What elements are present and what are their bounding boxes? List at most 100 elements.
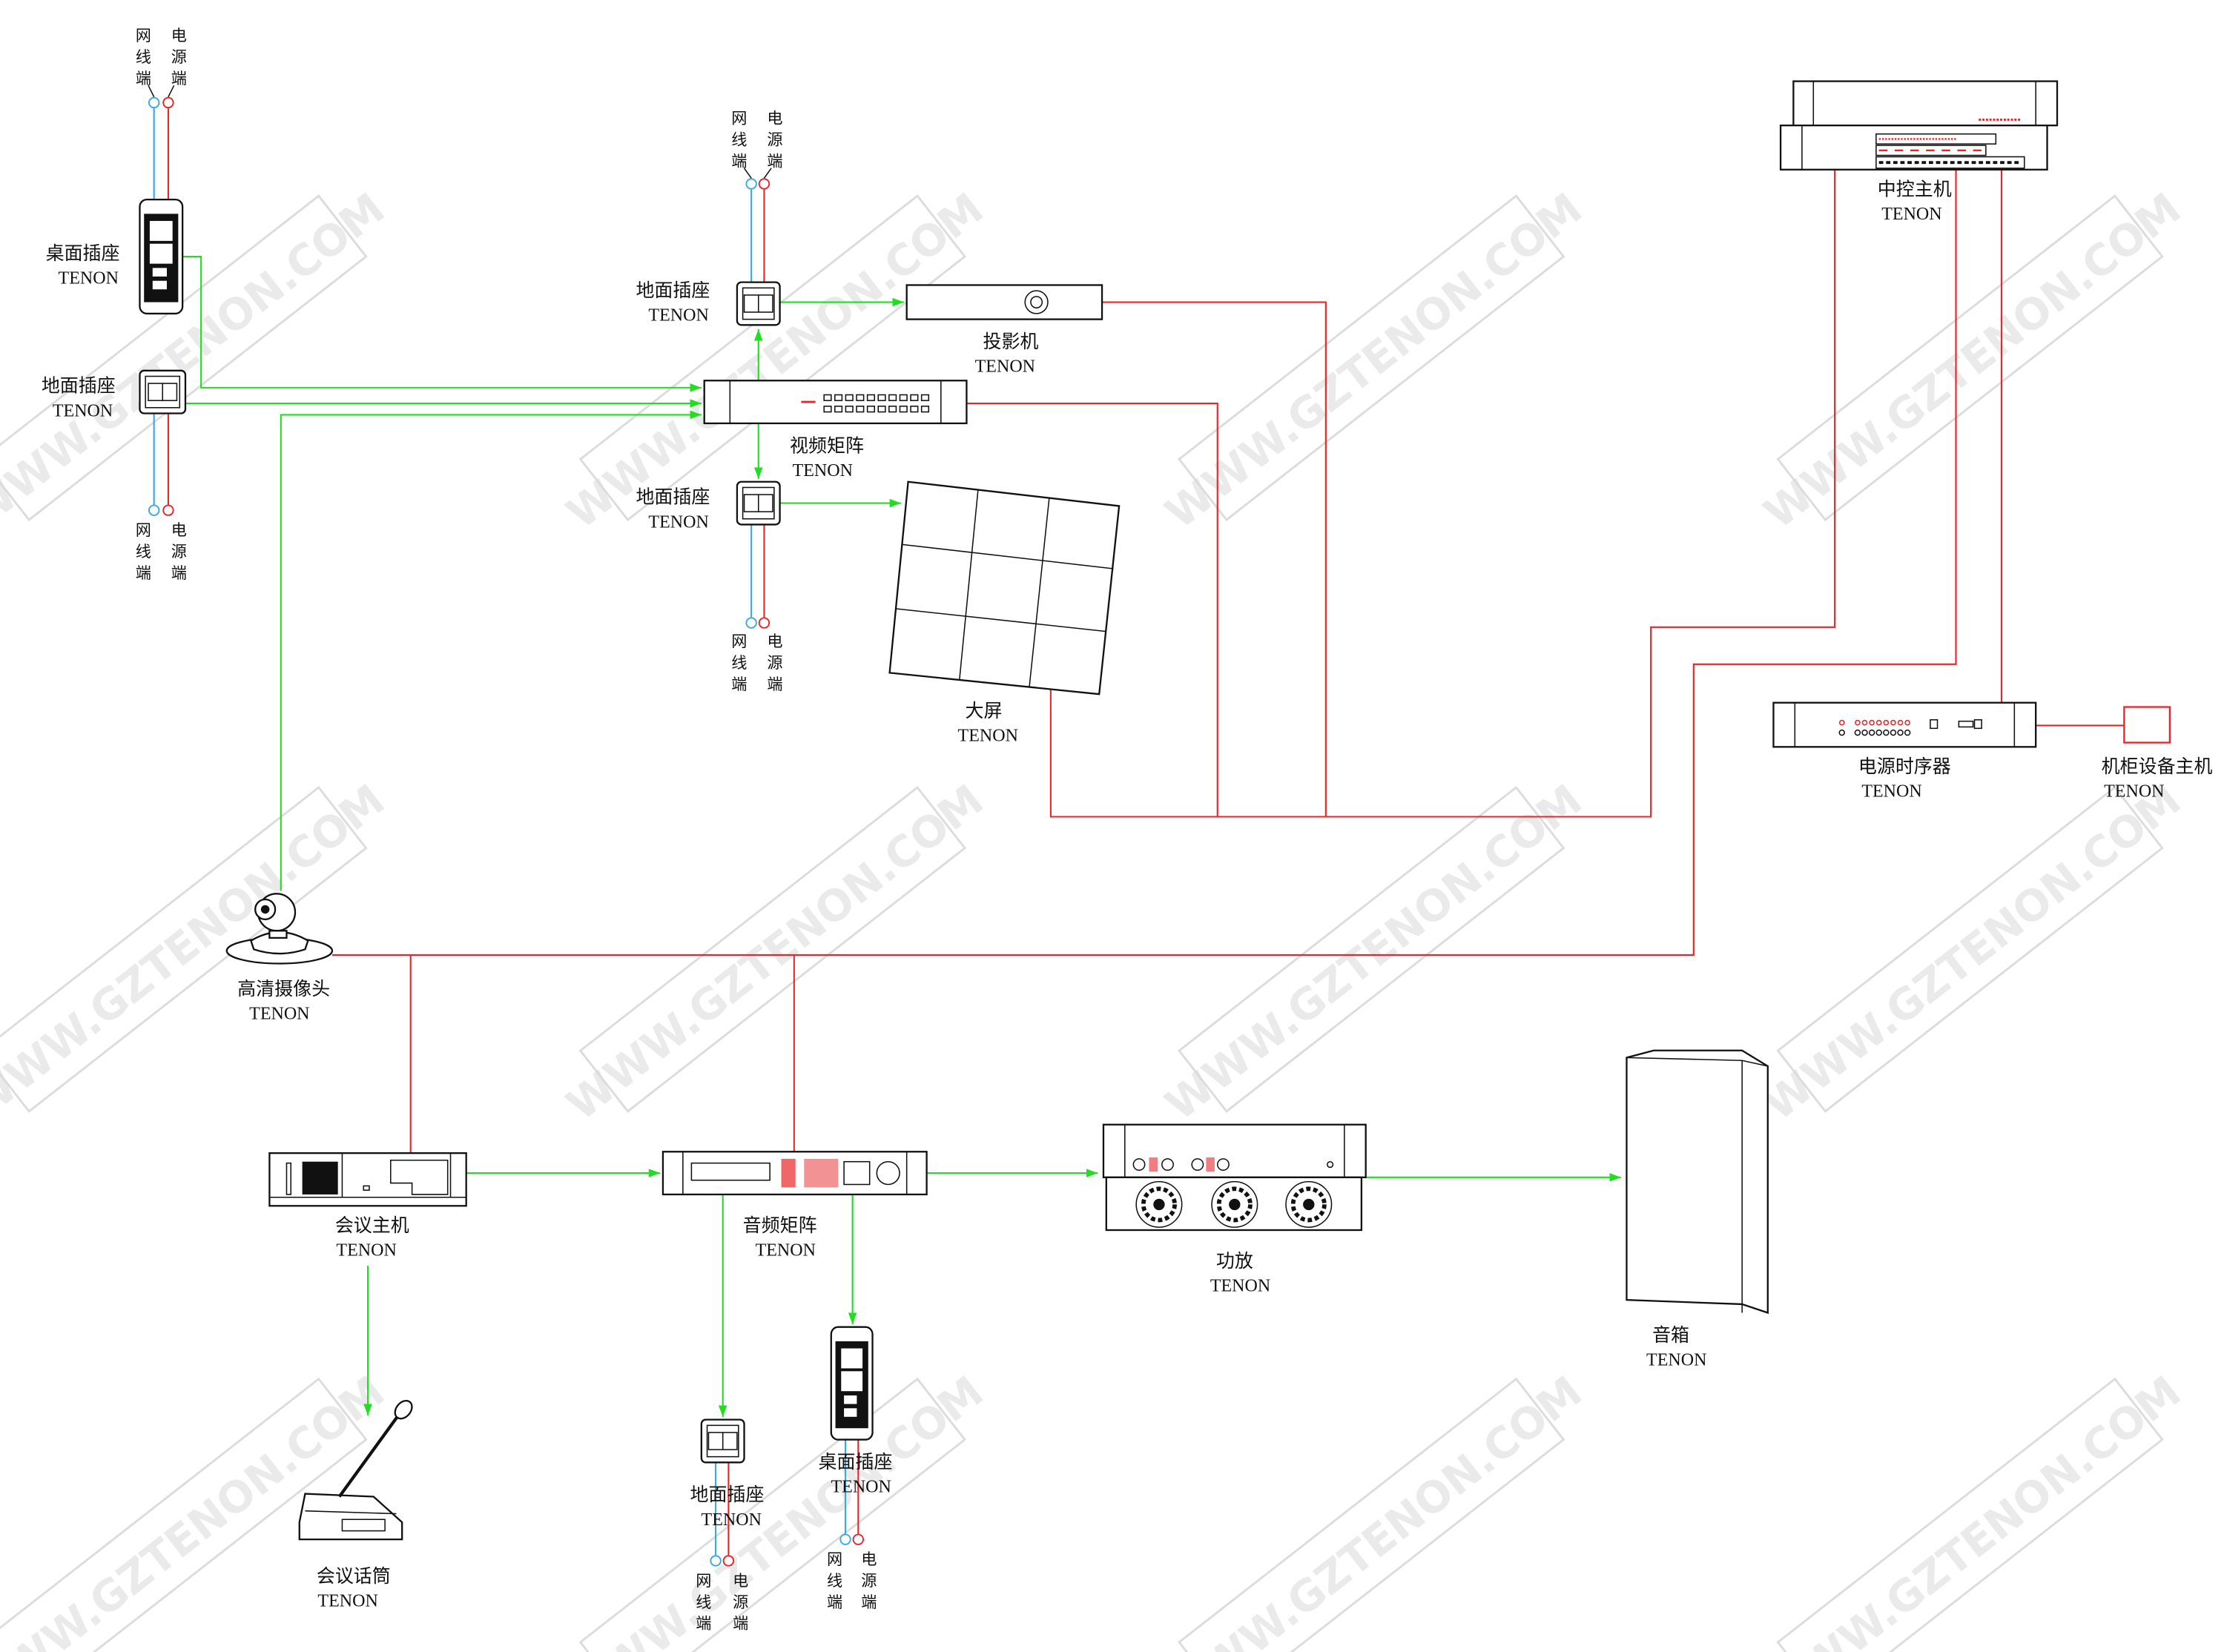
video-matrix[interactable]: 视频矩阵 TENON bbox=[703, 380, 968, 480]
power-port-label: 电源端 bbox=[169, 521, 188, 586]
device-brand: TENON bbox=[648, 306, 708, 326]
device-name: 视频矩阵 bbox=[790, 435, 864, 456]
device-brand: TENON bbox=[793, 461, 853, 480]
port-group-floor-1: 网线端 电源端 bbox=[133, 413, 188, 586]
network-port-label: 网线端 bbox=[133, 522, 152, 587]
floor-socket-mid[interactable]: 地面插座 TENON bbox=[636, 480, 781, 532]
desktop-socket-2[interactable]: 桌面插座 TENON bbox=[819, 1326, 893, 1497]
device-brand: TENON bbox=[1881, 205, 1941, 224]
conference-mic[interactable]: 会议话筒 TENON bbox=[298, 1398, 415, 1611]
watermark: WWW.GZTENON.COM bbox=[0, 775, 394, 1131]
cabinet-host[interactable]: 机柜设备主机 TENON bbox=[2102, 706, 2213, 802]
power-port-icon bbox=[162, 504, 174, 516]
device-name: 桌面插座 bbox=[819, 1451, 893, 1473]
power-port-label: 电源端 bbox=[859, 1550, 877, 1615]
floor-socket-top[interactable]: 地面插座 TENON bbox=[636, 280, 781, 326]
watermark: WWW.GZTENON.COM bbox=[1156, 775, 1591, 1131]
watermark: WWW.GZTENON.COM bbox=[1156, 183, 1591, 539]
speaker[interactable]: 音箱 TENON bbox=[1626, 1049, 1769, 1370]
svg-text:WWW.GZTENON.COM: WWW.GZTENON.COM bbox=[1755, 183, 2190, 539]
video-wall-icon bbox=[888, 480, 1121, 696]
device-brand: TENON bbox=[317, 1591, 377, 1610]
big-screen[interactable]: 大屏 TENON bbox=[888, 480, 1121, 746]
port-group-floor-bottom: 网线端 电源端 bbox=[693, 1462, 749, 1636]
power-sequencer-icon bbox=[1772, 701, 2037, 748]
device-name: 地面插座 bbox=[690, 1484, 764, 1505]
svg-text:WWW.GZTENON.COM: WWW.GZTENON.COM bbox=[1156, 775, 1591, 1131]
power-port-icon bbox=[722, 1555, 735, 1567]
signal-wires bbox=[182, 255, 1621, 1417]
network-port-icon bbox=[148, 96, 160, 109]
network-port-icon bbox=[148, 504, 160, 516]
amplifier[interactable]: 功放 TENON bbox=[1102, 1123, 1367, 1296]
audio-matrix[interactable]: 音频矩阵 TENON bbox=[661, 1151, 928, 1261]
device-brand: TENON bbox=[336, 1241, 396, 1261]
sequencer-indicators bbox=[1838, 719, 1911, 736]
port-group-desktop-1: 网线端 电源端 bbox=[133, 27, 188, 200]
network-port-label: 网线端 bbox=[729, 633, 748, 698]
svg-text:WWW.GZTENON.COM: WWW.GZTENON.COM bbox=[0, 775, 394, 1131]
device-brand: TENON bbox=[1646, 1351, 1706, 1370]
device-name: 地面插座 bbox=[636, 280, 710, 301]
svg-text:WWW.GZTENON.COM: WWW.GZTENON.COM bbox=[0, 183, 394, 539]
fan-icons bbox=[1135, 1180, 1333, 1228]
power-port-icon bbox=[758, 178, 771, 190]
port-group-desktop-2: 网线端 电源端 bbox=[825, 1439, 877, 1616]
speaker-icon bbox=[1626, 1049, 1769, 1315]
amplifier-icon bbox=[1102, 1123, 1367, 1179]
matrix-ports bbox=[823, 394, 930, 413]
device-name: 投影机 bbox=[983, 331, 1039, 352]
device-name: 机柜设备主机 bbox=[2102, 756, 2213, 777]
device-name: 桌面插座 bbox=[46, 242, 120, 264]
device-name: 电源时序器 bbox=[1858, 756, 1951, 777]
watermark: WWW.GZTENON.COM bbox=[1755, 1366, 2190, 1652]
device-brand: TENON bbox=[756, 1241, 816, 1261]
conference-host-icon bbox=[268, 1152, 467, 1207]
device-brand: TENON bbox=[1861, 782, 1921, 802]
projector-icon bbox=[905, 284, 1103, 320]
power-port-icon bbox=[162, 96, 174, 109]
device-name: 音箱 bbox=[1652, 1324, 1689, 1346]
network-port-label: 网线端 bbox=[825, 1551, 843, 1616]
desktop-socket-1[interactable]: 桌面插座 TENON bbox=[46, 198, 184, 315]
conference-host[interactable]: 会议主机 TENON bbox=[268, 1152, 467, 1261]
device-brand: TENON bbox=[702, 1510, 762, 1530]
power-sequencer[interactable]: 电源时序器 TENON bbox=[1772, 701, 2037, 802]
network-port-icon bbox=[745, 178, 757, 190]
camera-icon bbox=[225, 893, 334, 965]
projector[interactable]: 投影机 TENON bbox=[905, 284, 1103, 377]
floor-socket-1[interactable]: 地面插座 TENON bbox=[42, 369, 187, 421]
device-brand: TENON bbox=[958, 727, 1018, 746]
device-name: 地面插座 bbox=[42, 375, 116, 397]
power-port-label: 电源端 bbox=[765, 110, 783, 174]
power-port-icon bbox=[758, 617, 771, 629]
watermark: WWW.GZTENON.COM bbox=[1755, 183, 2190, 539]
network-port-icon bbox=[745, 617, 757, 629]
device-name: 会议主机 bbox=[335, 1215, 409, 1236]
floor-socket-bottom[interactable]: 地面插座 TENON bbox=[690, 1418, 764, 1530]
device-brand: TENON bbox=[975, 357, 1035, 377]
device-brand: TENON bbox=[59, 269, 119, 288]
device-name: 功放 bbox=[1216, 1250, 1253, 1272]
watermark-layer: WWW.GZTENON.COM WWW.GZTENON.COM WWW.GZTENO… bbox=[0, 183, 2190, 1652]
microphone-icon bbox=[298, 1400, 413, 1541]
device-name: 高清摄像头 bbox=[237, 978, 330, 1000]
device-name: 大屏 bbox=[966, 700, 1003, 721]
power-port-label: 电源端 bbox=[730, 1572, 749, 1636]
power-port-icon bbox=[852, 1533, 865, 1545]
device-brand: TENON bbox=[2104, 782, 2164, 802]
device-name: 音频矩阵 bbox=[743, 1215, 817, 1236]
watermark: WWW.GZTENON.COM bbox=[1156, 1366, 1591, 1652]
power-port-label: 电源端 bbox=[169, 27, 188, 91]
network-port-label: 网线端 bbox=[693, 1572, 712, 1636]
watermark: WWW.GZTENON.COM bbox=[557, 1366, 992, 1652]
power-port-label: 电源端 bbox=[765, 632, 783, 697]
network-port-icon bbox=[710, 1555, 722, 1567]
control-host[interactable]: 中控主机 TENON bbox=[1779, 80, 2059, 224]
watermark: WWW.GZTENON.COM bbox=[1755, 775, 2190, 1131]
device-brand: TENON bbox=[53, 401, 113, 420]
device-brand: TENON bbox=[1210, 1277, 1270, 1296]
hd-camera[interactable]: 高清摄像头 TENON bbox=[225, 893, 334, 1023]
control-host-icon bbox=[1792, 80, 2059, 127]
